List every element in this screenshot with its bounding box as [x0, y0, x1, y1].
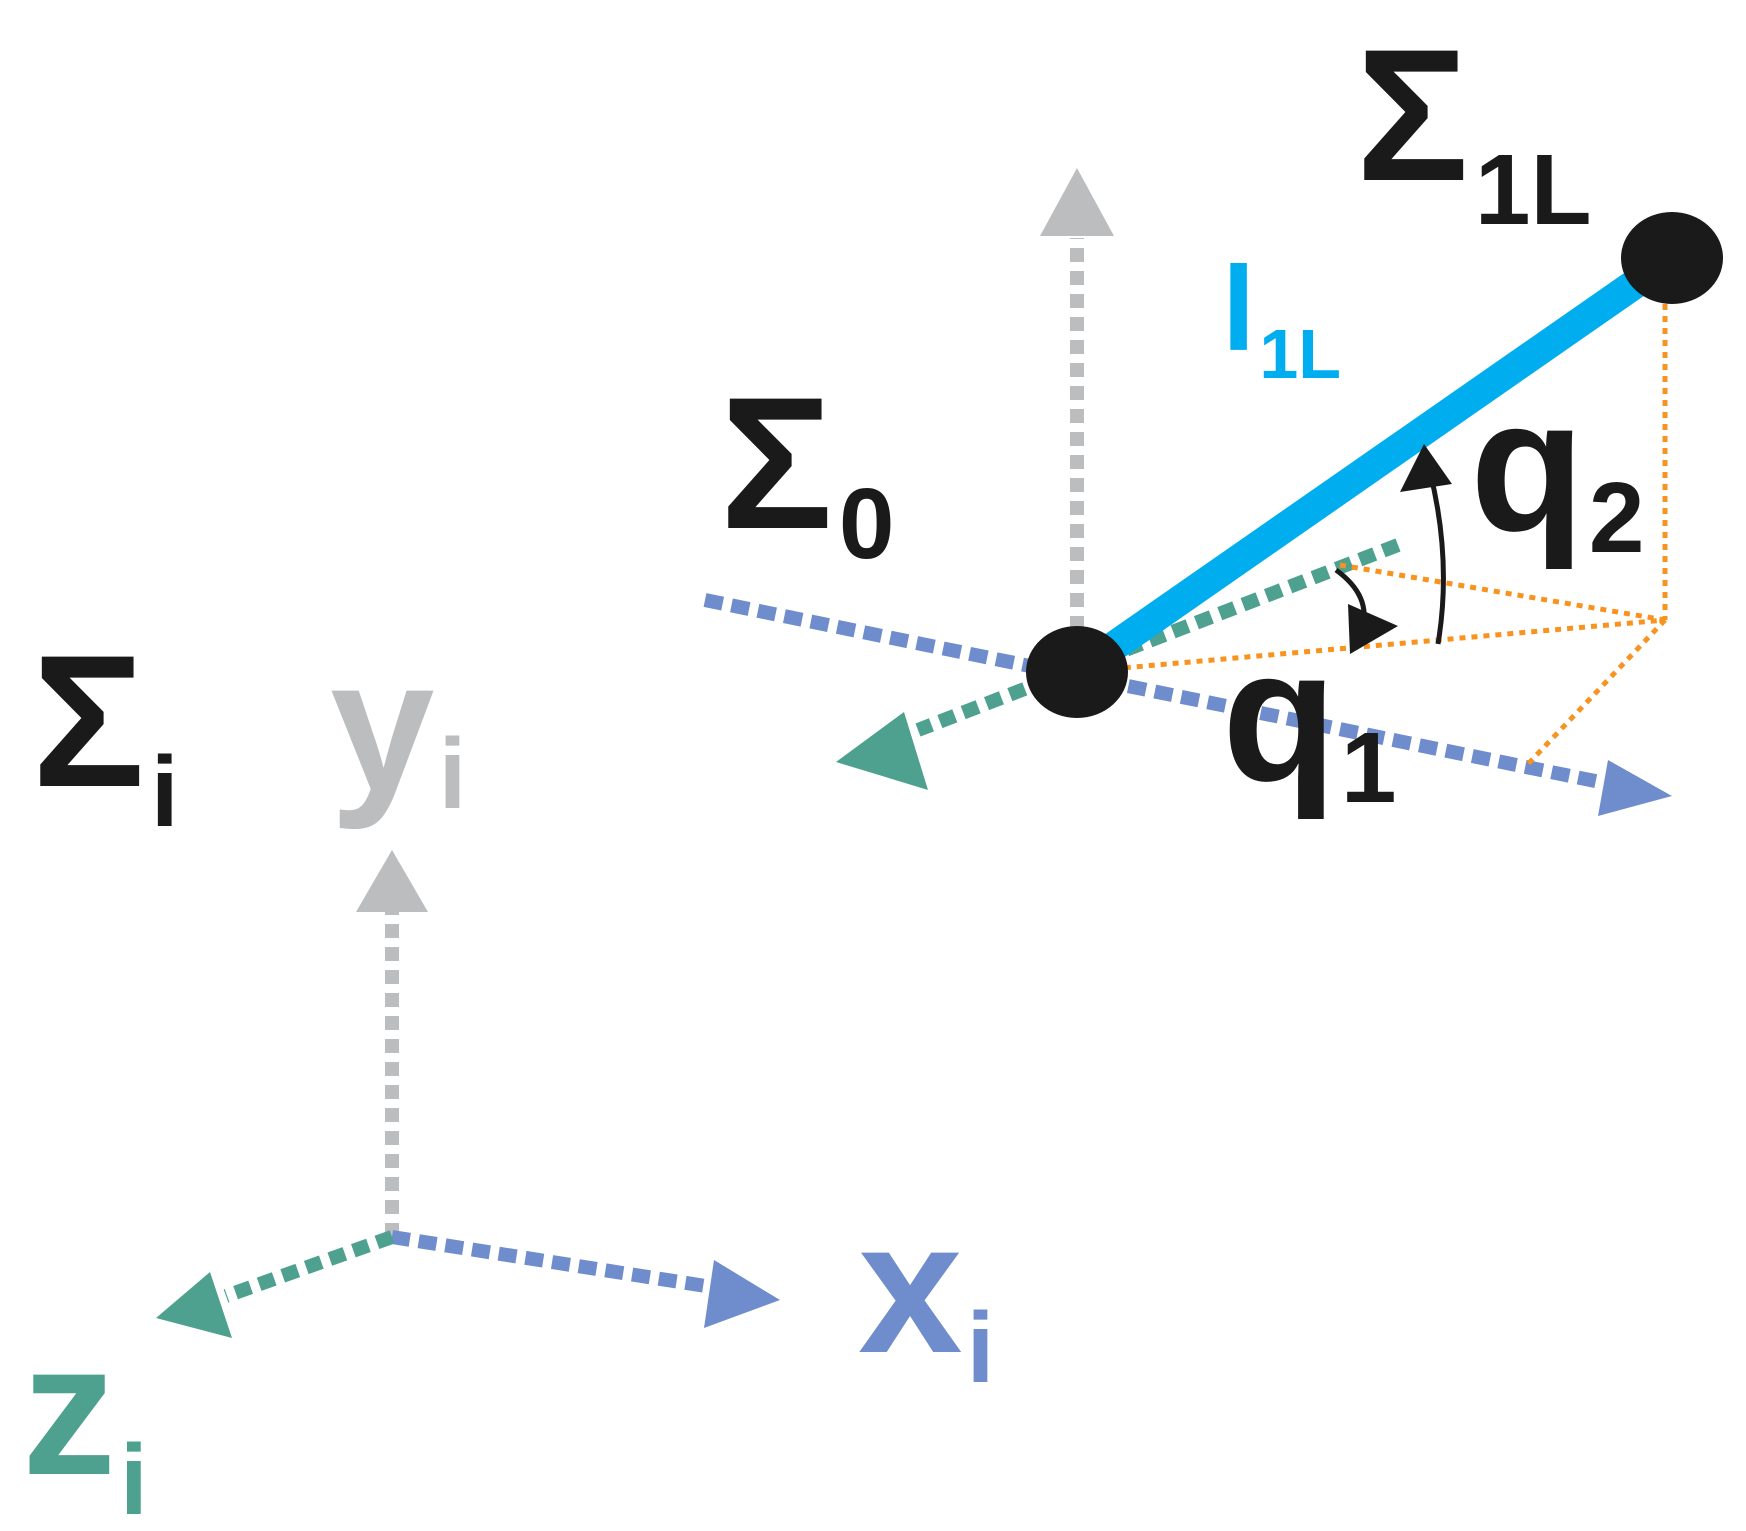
- base-x-arrowhead: [1598, 760, 1672, 816]
- label-z-i: zi: [22, 1304, 148, 1531]
- link-l1l: [1068, 245, 1681, 685]
- q1-arrowhead: [1348, 604, 1398, 654]
- base-y-arrowhead: [1040, 168, 1114, 236]
- label-q1: q1: [1222, 610, 1396, 824]
- inertial-z-axis: [223, 1230, 395, 1303]
- projection-onto-plane: [1076, 617, 1666, 675]
- label-l-1l: l1L: [1222, 242, 1341, 393]
- label-q2: q2: [1470, 360, 1644, 574]
- base-x-axis: [703, 593, 1602, 789]
- inertial-y-arrowhead: [356, 850, 428, 912]
- projection-to-x-axis: [1526, 618, 1667, 766]
- label-y-i: yi: [330, 620, 466, 830]
- label-x-i: xi: [858, 1182, 994, 1404]
- inertial-x-arrowhead: [704, 1260, 780, 1328]
- label-sigma-1l: Σ1L: [1356, 10, 1592, 246]
- inertial-frame: [156, 850, 780, 1338]
- inertial-x-axis: [390, 1230, 714, 1294]
- inertial-z-arrowhead: [156, 1272, 232, 1338]
- base-frame-axes: [703, 168, 1672, 816]
- label-sigma-i: Σi: [32, 616, 179, 848]
- base-z-axis: [915, 538, 1401, 737]
- label-sigma-0: Σ0: [720, 358, 894, 580]
- projection-lines: [1076, 292, 1668, 766]
- q2-angle-arrow: [1427, 471, 1446, 645]
- base-joint: [1026, 626, 1128, 718]
- q2-arrowhead: [1400, 444, 1452, 492]
- base-z-arrowhead: [836, 712, 928, 790]
- end-joint: [1621, 212, 1723, 304]
